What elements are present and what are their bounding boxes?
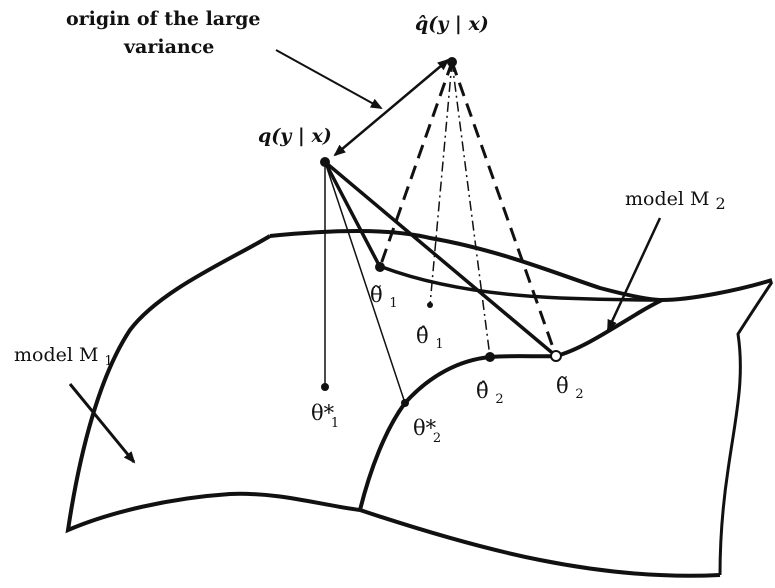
theta-tilde-2-subscript: 2 — [575, 387, 583, 402]
theta-hat-1-subscript: 1 — [435, 337, 443, 352]
dashed-qhat-to-theta-tilde-2 — [450, 61, 558, 357]
model-m2-subscript: 2 — [715, 194, 725, 213]
variance-double-arrow — [333, 58, 450, 157]
theta-hat-1-label: θ̂ 1 — [416, 324, 444, 352]
point-theta-hat-2 — [485, 352, 495, 362]
point-theta-star-2 — [401, 399, 409, 407]
model-m2-pointer-arrow — [606, 217, 662, 332]
surface-m2-upper-curve — [381, 265, 663, 302]
theta-hat-2-subscript: 2 — [495, 392, 503, 407]
point-q-hat — [447, 57, 457, 67]
theta-star-1-subscript: 1 — [331, 416, 339, 431]
model-m2-text: model M — [625, 188, 709, 210]
theta-tilde-1-text: θ̃ — [370, 283, 383, 307]
origin-pointer-arrow — [275, 49, 383, 109]
theta-hat-1-text: θ̂ — [416, 324, 429, 348]
surface-bottom-edge — [359, 508, 721, 578]
theta-star-2-subscript: 2 — [433, 431, 441, 446]
theta-hat-2-text: θ̂ — [476, 379, 489, 403]
line-q-to-theta-tilde-1 — [323, 161, 382, 268]
point-theta-tilde-2 — [550, 350, 562, 362]
theta-tilde-1-subscript: 1 — [389, 296, 397, 311]
dashed-qhat-to-theta-tilde-1 — [378, 61, 454, 268]
theta-star-2-text: θ* — [413, 416, 437, 440]
model-m1-text: model M — [14, 344, 98, 366]
surface-m2-boundary — [358, 298, 663, 511]
point-q — [320, 157, 330, 167]
line-q-to-theta-star-2 — [324, 161, 406, 404]
point-theta-tilde-1 — [375, 262, 385, 272]
theta-tilde-1-label: θ̃ 1 — [370, 283, 398, 311]
theta-star-1-text: θ* — [311, 401, 335, 425]
dashdot-qhat-to-theta-hat-1 — [429, 61, 453, 306]
q-hat-label: q̂(y | x) — [415, 13, 489, 35]
point-theta-star-1 — [321, 383, 329, 391]
model-m2-label: model M 2 — [625, 188, 726, 213]
model-m1-pointer-arrow — [68, 383, 136, 464]
point-theta-hat-1 — [427, 302, 433, 308]
theta-hat-2-label: θ̂ 2 — [476, 379, 504, 407]
theta-star-1-label: θ* 1 — [311, 401, 341, 431]
model-m1-label: model M 1 — [14, 344, 113, 369]
origin-label-line1: origin of the large — [66, 8, 261, 30]
surface-right-edge — [718, 281, 774, 576]
line-q-to-theta-tilde-2 — [323, 160, 558, 358]
theta-tilde-2-label: θ̃ 2 — [556, 374, 584, 402]
surface-m1-outline — [65, 229, 773, 534]
origin-label-line2: variance — [123, 36, 214, 58]
theta-tilde-2-text: θ̃ — [556, 374, 569, 398]
model-m1-subscript: 1 — [104, 354, 112, 369]
dashdot-qhat-to-theta-hat-2 — [451, 61, 491, 358]
theta-star-2-label: θ* 2 — [413, 416, 443, 446]
q-label: q(y | x) — [258, 125, 332, 147]
